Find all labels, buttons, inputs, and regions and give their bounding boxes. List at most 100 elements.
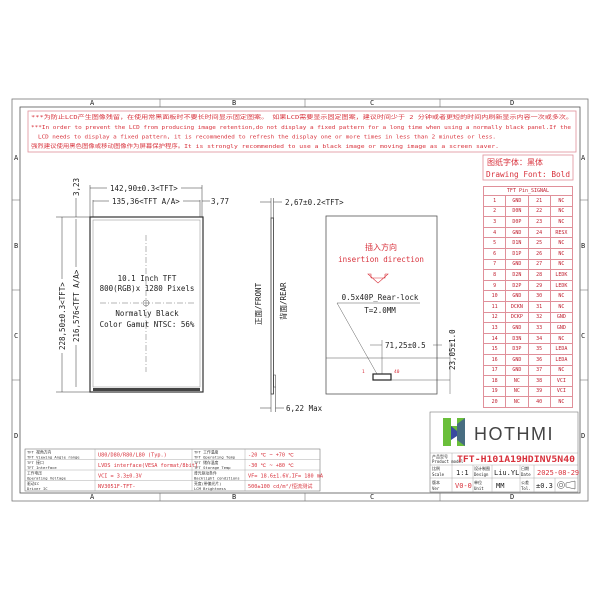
unit-label-en: Unit — [474, 486, 484, 491]
spec-label2-cn: 背光驱动条件 — [194, 471, 217, 476]
pin-number: 30 — [527, 290, 551, 302]
inner-frame — [19, 106, 581, 494]
pin-signal: NC — [505, 396, 529, 408]
front-view: 142,90±0.3<TFT> 135,36<TFT A/A> 3,77 3,2… — [56, 178, 229, 393]
pin-number: 7 — [482, 258, 507, 271]
pin-signal: NC — [549, 237, 574, 249]
pin-number: 9 — [482, 279, 507, 292]
spec-label-cn: TFT 接口 — [27, 460, 44, 465]
product-model-label-cn: 产品型号 — [432, 453, 448, 459]
pin-signal: GND — [505, 322, 529, 334]
pin-number: 1 — [482, 195, 507, 207]
spec-label-cn: 驱动IC — [27, 481, 39, 486]
dim-connector-y: 23,05±1.0 — [448, 329, 457, 370]
ver-label-cn: 版本 — [432, 479, 440, 485]
pin-signal: D3P — [505, 343, 529, 355]
title-block: HOTHMI 产品型号 Product model 比例 Scale 设计制图 … — [429, 411, 579, 493]
pin-number: 22 — [527, 205, 551, 218]
grid-row-label: B — [581, 242, 585, 250]
scale-label-cn: 比例 — [432, 465, 440, 471]
pin-number: 26 — [527, 247, 551, 260]
tol-label-cn: 公差 — [521, 479, 529, 485]
spec-label2-cn: TFT 储存温度 — [194, 460, 219, 465]
tol-label-en: Tol. — [521, 486, 531, 491]
pin-number: 21 — [527, 195, 551, 207]
arrow-down-icon — [367, 273, 389, 284]
pin-number: 37 — [527, 364, 551, 377]
dim-aa-height: 216,576<TFT A/A> — [72, 269, 81, 342]
pin-signal: GND — [505, 195, 529, 207]
pin-signal: RESX — [549, 226, 574, 239]
connector-spec: 0.5x40P_Rear-lock — [342, 293, 419, 302]
side-view: 2,67±0.2<TFT> 6,22 Max 正面/FRONT 背面/REAR — [254, 198, 344, 413]
pin-signal: GND — [505, 226, 529, 239]
grid-row-label: D — [14, 432, 18, 440]
pin-signal: VCI — [549, 375, 574, 387]
grid-row-label: C — [14, 332, 18, 340]
spec-label-en: TFT Viewing Angle range — [27, 454, 80, 459]
connector-thickness: T=2.0MM — [364, 306, 396, 315]
date-value: 2025-08-29 — [537, 469, 579, 477]
spec-value2: -30 ℃ ~ +80 ℃ — [248, 463, 294, 469]
unit-label-cn: 单位 — [474, 479, 482, 485]
ver-value: V0-0 — [455, 482, 472, 490]
pin-signal: GND — [549, 311, 574, 324]
pin-number: 14 — [482, 332, 507, 345]
dim-right: 3,77 — [211, 197, 229, 206]
dim-connector-x: 71,25±0.5 — [385, 341, 426, 350]
pin-signal: D2P — [505, 279, 529, 292]
font-note-box — [482, 154, 574, 181]
spec-value2: VF= 18.6±1.6V,IF= 180 mA — [248, 474, 324, 480]
pin-signal: NC — [549, 258, 574, 271]
pin-number: 38 — [527, 375, 551, 387]
font-note-en: Drawing Font: Bold — [486, 170, 570, 179]
pin-signal: GND — [505, 353, 529, 366]
spec-label-cn: 工作电压 — [27, 471, 42, 476]
grid-col-label: B — [232, 493, 236, 501]
pin-signal: NC — [505, 375, 529, 387]
spec-label2-en: TFT Storage Temp — [194, 465, 231, 470]
pin-number: 20 — [482, 396, 507, 408]
pin-signal: LEDK — [549, 279, 574, 292]
pin-number: 40 — [527, 396, 551, 408]
pin-signal: NC — [549, 205, 574, 218]
pin-signal: DCKP — [505, 311, 529, 324]
grid-col-label: B — [232, 99, 236, 107]
pin-number: 34 — [527, 332, 551, 345]
pin-signal: D0P — [505, 216, 529, 228]
pin-last-label: 40 — [394, 369, 400, 375]
pin-number: 13 — [482, 322, 507, 334]
pin-first-label: 1 — [362, 369, 365, 375]
pin-number: 27 — [527, 258, 551, 271]
spec-label2-en: LCM Brightness — [194, 486, 226, 491]
spec-value: LVDS interface(VESA format/8bit) — [98, 463, 198, 469]
pin-number: 28 — [527, 269, 551, 281]
pin-signal: NC — [505, 385, 529, 398]
pin-signal: LEDA — [549, 353, 574, 366]
insert-direction-cn: 插入方向 — [365, 242, 397, 252]
front-label: 正面/FRONT — [254, 282, 263, 325]
rear-view: 插入方向 insertion direction 1 40 0.5x40P_Re… — [325, 215, 457, 395]
pin-number: 15 — [482, 343, 507, 355]
pin-signal: NC — [549, 216, 574, 228]
pin-number: 4 — [482, 226, 507, 239]
pin-signal: GND — [549, 322, 574, 334]
warning-line: ***In order to prevent the LCD from prod… — [31, 125, 572, 131]
pin-number: 32 — [527, 311, 551, 324]
pin-number: 19 — [482, 385, 507, 398]
font-note-cn: 图纸字体：黑体 — [487, 157, 543, 167]
pin-number: 3 — [482, 216, 507, 228]
pin-number: 8 — [482, 269, 507, 281]
insert-direction-en: insertion direction — [338, 255, 424, 264]
pin-number: 35 — [527, 343, 551, 355]
pin-signal: D1P — [505, 247, 529, 260]
spec-value: VCI = 3.3±0.3V — [98, 474, 142, 480]
